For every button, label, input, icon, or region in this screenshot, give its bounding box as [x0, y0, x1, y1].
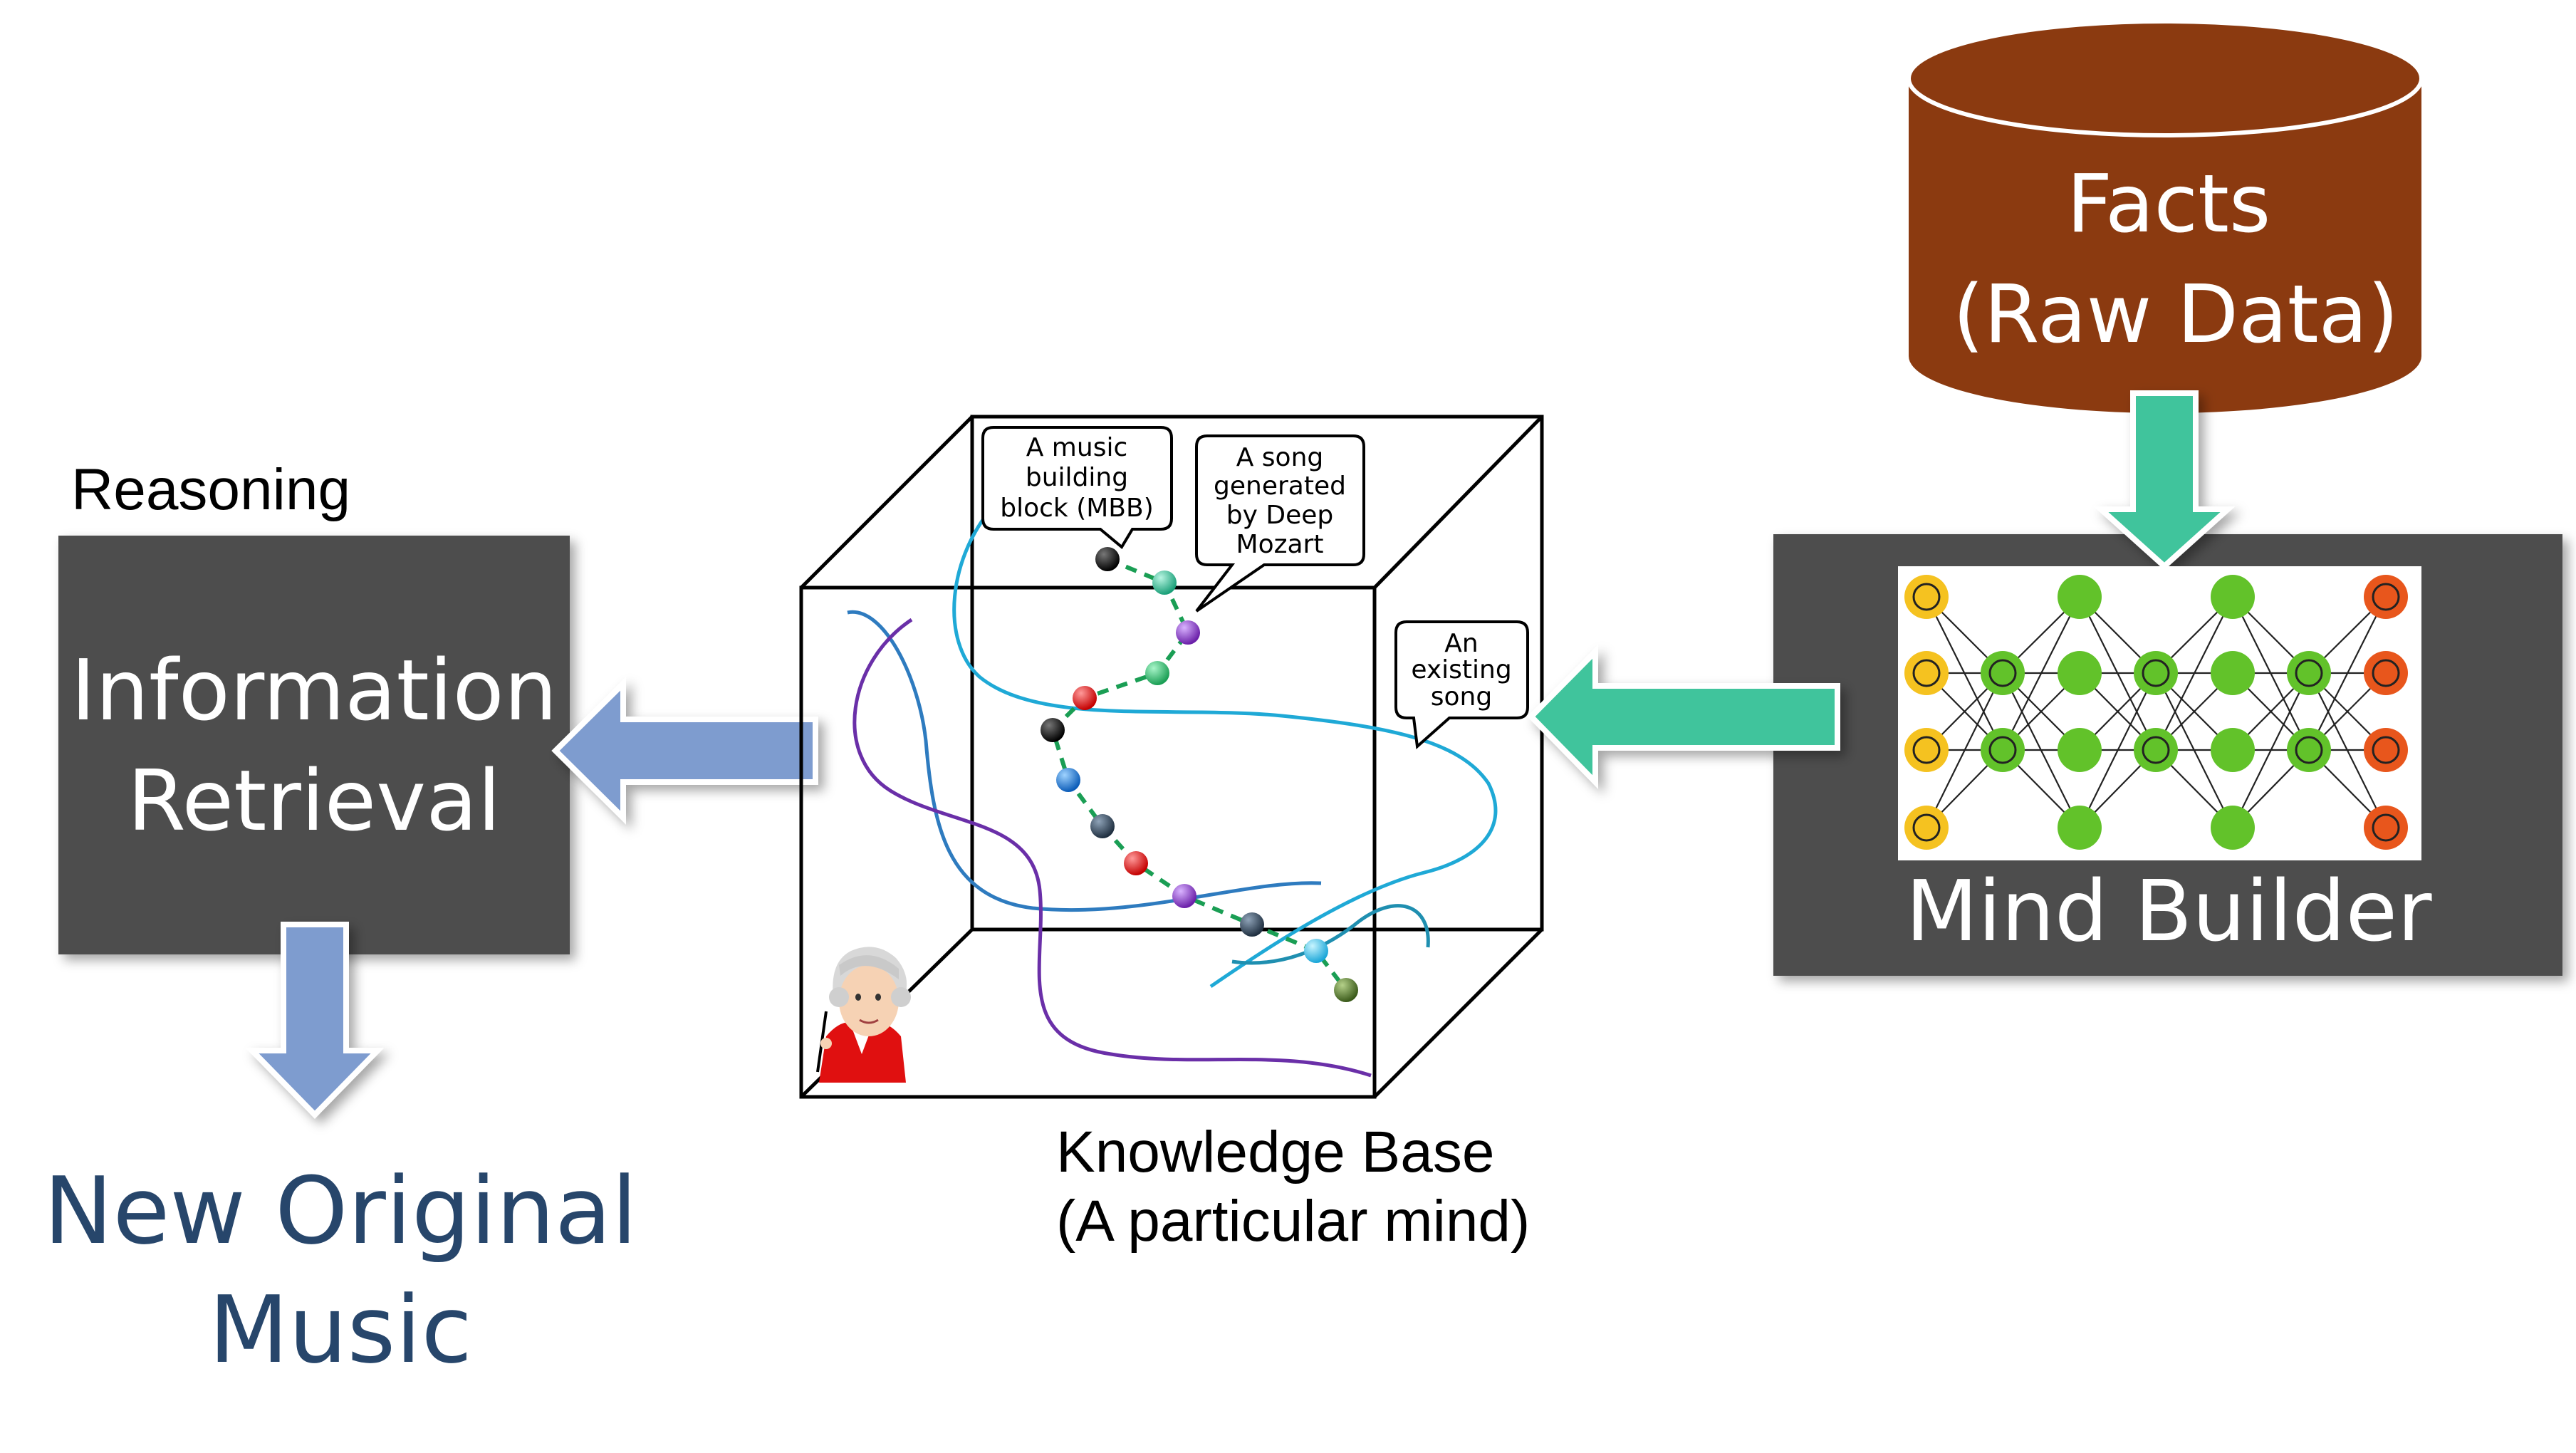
neural-network-node-ring	[2295, 736, 2323, 764]
song-path-blue	[847, 610, 1322, 912]
neural-network-edge	[2232, 672, 2310, 828]
callout-existing-song-line1: An	[1444, 629, 1478, 658]
mbb-node	[1304, 939, 1328, 963]
mbb-node	[1334, 978, 1358, 1002]
mbb-node	[1073, 686, 1097, 710]
neural-network-edge	[2002, 596, 2080, 751]
neural-network-node-ring	[2142, 736, 2170, 764]
callout-existing-song-line3: song	[1431, 682, 1492, 712]
callout-song-generated-line3: by Deep	[1226, 501, 1333, 530]
neural-network-node	[1981, 651, 2025, 695]
neural-network-node	[2364, 806, 2408, 850]
neural-network-node	[2211, 728, 2255, 772]
song-path-teal	[1231, 904, 1430, 965]
neural-network-node	[1904, 728, 1949, 772]
neural-network-node	[2287, 651, 2331, 695]
neural-network-node	[2364, 575, 2408, 619]
neural-network-node	[2364, 728, 2408, 772]
neural-network-node	[2211, 651, 2255, 695]
neural-network-node-ring	[2142, 659, 2170, 687]
neural-network-node	[2287, 728, 2331, 772]
knowledge-base-label-line1: Knowledge Base	[1056, 1120, 1494, 1184]
new-original-music-line1: New Original	[43, 1157, 637, 1265]
callout-mbb-line3: block (MBB)	[1000, 494, 1154, 523]
neural-network-node-ring	[1988, 659, 2017, 687]
callout-song-generated-line4: Mozart	[1236, 530, 1324, 559]
neural-network-edge	[2079, 672, 2157, 828]
neural-network-node	[2058, 806, 2102, 850]
new-original-music-line2: Music	[209, 1276, 472, 1384]
mbb-node	[1145, 661, 1169, 685]
neural-network-edge	[2155, 596, 2233, 751]
song-path-purple	[852, 618, 1372, 1078]
mbb-node	[1090, 814, 1115, 838]
neural-network-node	[1904, 651, 1949, 695]
callout-mbb-line2: building	[1026, 463, 1128, 492]
neural-network-node-ring	[2295, 659, 2323, 687]
reasoning-label: Reasoning	[71, 457, 350, 522]
mbb-node	[1152, 571, 1177, 595]
neural-network-node	[1981, 728, 2025, 772]
facts-to-mind-builder-arrow-icon	[2093, 390, 2236, 571]
neural-network-node	[2134, 651, 2178, 695]
callout-mbb-line1: A music	[1026, 433, 1128, 462]
neural-network-node	[1904, 806, 1949, 850]
mbb-node	[1240, 912, 1264, 937]
facts-label-line2: (Raw Data)	[1953, 269, 2399, 361]
information-retrieval-label-line1: Information	[71, 641, 557, 739]
mbb-node	[1041, 718, 1065, 742]
neural-network-node-ring	[1912, 736, 1941, 764]
neural-network-panel	[1898, 566, 2421, 860]
neural-network-node	[2058, 575, 2102, 619]
neural-network-node	[2211, 806, 2255, 850]
output-arrow-icon	[245, 922, 385, 1119]
neural-network-edge	[1926, 672, 2003, 828]
callout-mbb: A music building block (MBB)	[981, 426, 1173, 550]
callout-existing-song: An existing song	[1394, 620, 1529, 750]
callout-song-generated-line1: A song	[1236, 443, 1324, 472]
neural-network-node-ring	[1912, 813, 1941, 842]
neural-network-node	[2364, 651, 2408, 695]
mbb-node	[1095, 547, 1120, 571]
neural-network-node	[2134, 728, 2178, 772]
neural-network-node	[1904, 575, 1949, 619]
mbb-node	[1176, 620, 1200, 645]
mbb-node	[1124, 851, 1148, 875]
information-retrieval-label-line2: Retrieval	[127, 751, 501, 850]
knowledge-base-label-line2: (A particular mind)	[1056, 1189, 1530, 1254]
callout-existing-song-line2: existing	[1411, 655, 1511, 684]
neural-network-node-ring	[1912, 659, 1941, 687]
neural-network-node	[2058, 728, 2102, 772]
neural-network-node-ring	[2372, 583, 2400, 611]
mbb-node	[1172, 884, 1196, 908]
neural-network-node	[2058, 651, 2102, 695]
facts-label-line1: Facts	[2067, 158, 2271, 251]
neural-network-node-ring	[2372, 813, 2400, 842]
neural-network-edge	[2308, 596, 2387, 751]
information-retrieval-box	[58, 536, 570, 954]
retrieval-arrow-icon	[551, 677, 818, 825]
mind-builder-to-knowledge-base-arrow-icon	[1527, 645, 1840, 789]
neural-network-node-ring	[2372, 736, 2400, 764]
neural-network-nodes	[1904, 575, 2408, 850]
mbb-node	[1056, 768, 1080, 792]
callout-song-generated-line2: generated	[1214, 472, 1346, 501]
mind-builder-label: Mind Builder	[1905, 862, 2432, 960]
neural-network-node	[2211, 575, 2255, 619]
mozart-avatar-icon	[816, 947, 911, 1083]
callout-song-generated: A song generated by Deep Mozart	[1195, 434, 1365, 613]
neural-network-node-ring	[1912, 583, 1941, 611]
facts-database-icon	[1907, 19, 2424, 413]
song-path-cyan	[952, 501, 1498, 989]
neural-network-node-ring	[1988, 736, 2017, 764]
neural-network-node-ring	[2372, 659, 2400, 687]
